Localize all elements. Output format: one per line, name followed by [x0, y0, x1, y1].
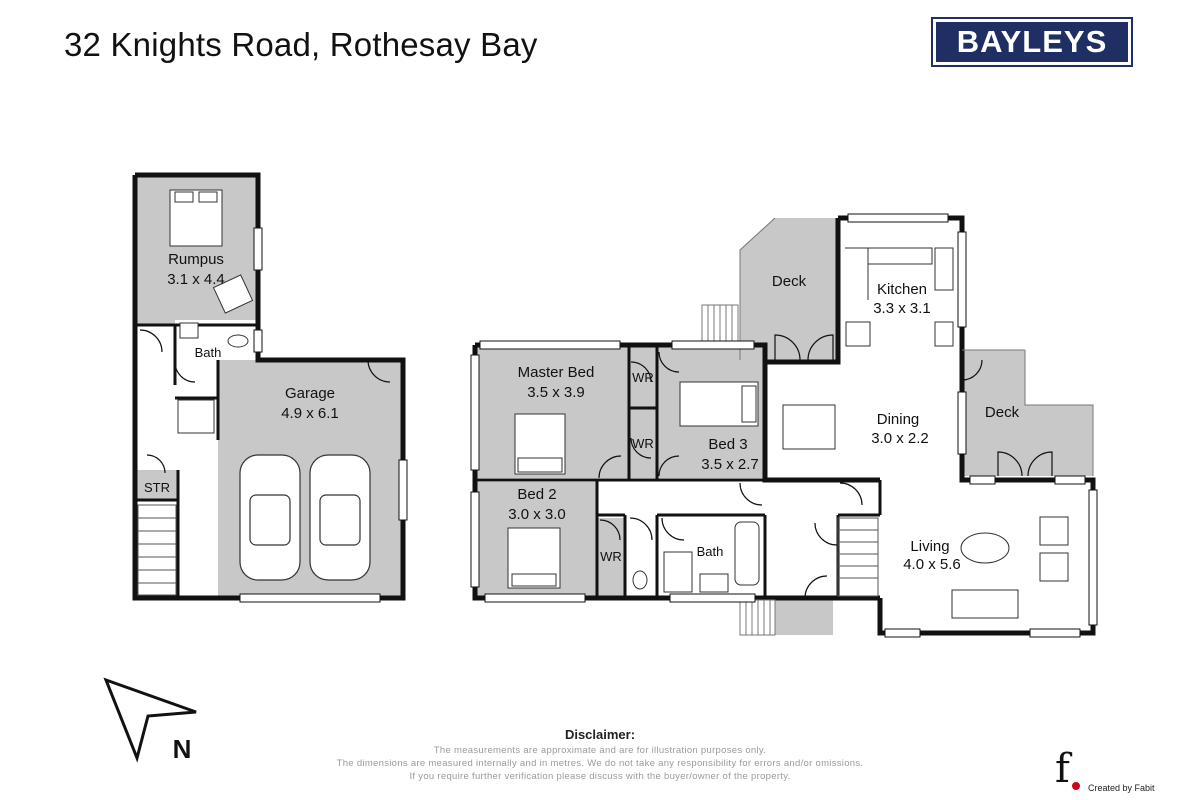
bed3-size: 3.5 x 2.7	[701, 456, 759, 473]
bayleys-logo-text: BAYLEYS	[936, 22, 1128, 62]
deck2-floor	[962, 350, 1093, 476]
living-size: 4.0 x 5.6	[903, 556, 961, 573]
living-label: Living	[910, 538, 949, 555]
str-floor	[135, 470, 178, 500]
hall-lower-floor	[135, 325, 175, 598]
compass-label: N	[173, 734, 192, 764]
str-label: STR	[144, 480, 170, 495]
fabit-credit: f Created by Fabit	[1055, 746, 1195, 797]
wr1-label: WR	[632, 370, 654, 385]
wr-floor	[629, 345, 657, 478]
deck1-label: Deck	[772, 273, 807, 290]
upper-level: Master Bed 3.5 x 3.9 WR WR Bed 3 3.5 x 2…	[470, 213, 1098, 638]
disclaimer-line: If you require further verification plea…	[409, 771, 791, 782]
deck1-floor	[740, 218, 838, 360]
fabit-dot-icon	[1072, 782, 1080, 790]
credit-text: Created by Fabit	[1088, 783, 1155, 793]
bayleys-logo: BAYLEYS	[931, 17, 1133, 67]
bath-lower-label: Bath	[195, 345, 222, 360]
disclaimer-line: The dimensions are measured internally a…	[336, 758, 864, 769]
compass-arrow-icon: N	[103, 677, 197, 764]
bed2-size: 3.0 x 3.0	[508, 506, 566, 523]
master-size: 3.5 x 3.9	[527, 384, 585, 401]
wr3-floor	[597, 518, 625, 598]
garage-label: Garage	[285, 385, 335, 402]
dining-label: Dining	[877, 411, 920, 428]
fabit-logo-icon: f	[1055, 746, 1070, 792]
wr3-label: WR	[600, 549, 622, 564]
kitchen-size: 3.3 x 3.1	[873, 300, 931, 317]
master-label: Master Bed	[518, 364, 595, 381]
garage-size: 4.9 x 6.1	[281, 405, 339, 422]
disclaimer: Disclaimer: The measurements are approxi…	[300, 727, 900, 783]
disclaimer-title: Disclaimer:	[564, 727, 636, 742]
dining-size: 3.0 x 2.2	[871, 430, 929, 447]
deck2-label: Deck	[985, 404, 1020, 421]
page-title: 32 Knights Road, Rothesay Bay	[64, 26, 538, 63]
rumpus-size: 3.1 x 4.4	[167, 271, 225, 288]
lower-level: Rumpus 3.1 x 4.4 Bath Garage 4.9 x 6.1 S…	[132, 172, 408, 603]
bed3-label: Bed 3	[708, 436, 747, 453]
rumpus-label: Rumpus	[168, 251, 224, 268]
bath-upper-label: Bath	[697, 544, 724, 559]
kitchen-label: Kitchen	[877, 281, 927, 298]
wr2-label: WR	[632, 436, 654, 451]
bed2-label: Bed 2	[517, 486, 556, 503]
step-floor	[775, 600, 833, 635]
disclaimer-line: The measurements are approximate and are…	[433, 745, 767, 756]
